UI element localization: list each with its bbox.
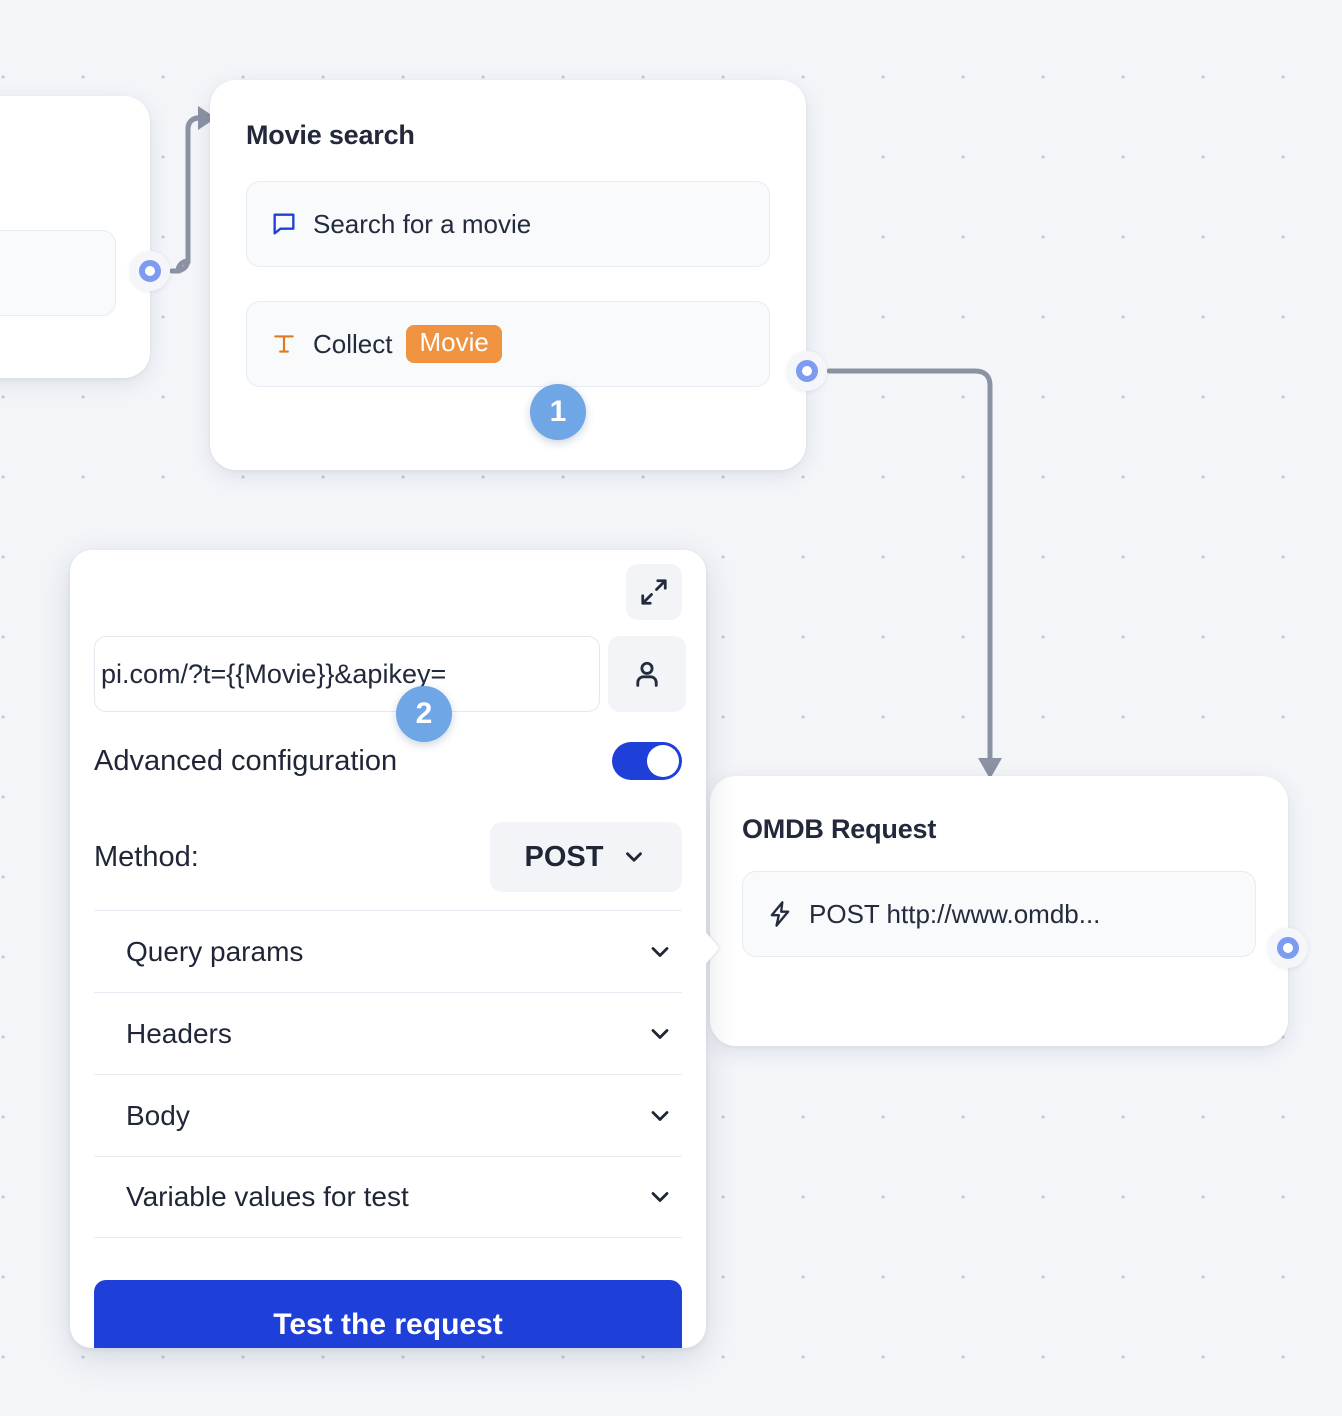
advanced-configuration-row: Advanced configuration: [94, 742, 682, 780]
method-row: Method: POST: [94, 822, 682, 892]
request-url-input[interactable]: pi.com/?t={{Movie}}&apikey=: [94, 636, 600, 712]
connector-dot-partial-node-output[interactable]: [130, 251, 170, 291]
partial-node-card[interactable]: [0, 96, 150, 378]
node-row-label: Search for a movie: [313, 208, 532, 239]
request-url-value: pi.com/?t={{Movie}}&apikey=: [101, 658, 447, 689]
chevron-down-icon: [651, 1028, 669, 1039]
lightning-bolt-icon: [765, 899, 795, 929]
panel-pointer-caret: [704, 930, 719, 966]
accordion-sections: Query params Headers Body Variable value…: [94, 910, 682, 1238]
url-row: pi.com/?t={{Movie}}&apikey=: [94, 636, 686, 712]
chevron-down-icon: [651, 1192, 669, 1202]
test-the-request-button[interactable]: Test the request: [94, 1280, 682, 1348]
accordion-query-params[interactable]: Query params: [94, 910, 682, 992]
person-icon[interactable]: [608, 636, 686, 712]
node-movie-search[interactable]: Movie search Search for a movie Collect …: [210, 80, 806, 470]
method-label: Method:: [94, 840, 199, 873]
test-the-request-label: Test the request: [273, 1308, 503, 1341]
node-row-search-for-a-movie[interactable]: Search for a movie: [246, 181, 770, 267]
accordion-label: Headers: [126, 1017, 232, 1049]
expand-diagonal-icon[interactable]: [626, 564, 682, 620]
advanced-configuration-toggle[interactable]: [612, 742, 682, 780]
accordion-headers[interactable]: Headers: [94, 992, 682, 1074]
chat-bubble-icon: [269, 209, 299, 239]
connector-dot-movie-search-output[interactable]: [787, 351, 827, 391]
node-omdb-request[interactable]: OMDB Request POST http://www.omdb...: [710, 776, 1288, 1046]
chevron-down-icon: [626, 852, 643, 862]
variable-tag-movie[interactable]: Movie: [406, 325, 502, 363]
method-value: POST: [524, 840, 604, 873]
node-omdb-request-title: OMDB Request: [742, 814, 937, 844]
accordion-body[interactable]: Body: [94, 1074, 682, 1156]
node-row-collect-movie[interactable]: Collect Movie: [246, 301, 770, 387]
node-row-label: POST http://www.omdb...: [809, 898, 1101, 929]
node-row-label: Collect: [313, 328, 393, 359]
partial-node-row: [0, 230, 116, 316]
accordion-label: Body: [126, 1099, 190, 1131]
request-config-panel: pi.com/?t={{Movie}}&apikey= Advanced con…: [70, 550, 706, 1348]
node-movie-search-title: Movie search: [246, 120, 415, 150]
node-row-post-request[interactable]: POST http://www.omdb...: [742, 871, 1256, 957]
accordion-label: Variable values for test: [126, 1181, 409, 1212]
accordion-variable-values-for-test[interactable]: Variable values for test: [94, 1156, 682, 1238]
step-badge-1: 1: [530, 384, 586, 440]
connector-dot-omdb-request-output[interactable]: [1268, 928, 1308, 968]
chevron-down-icon: [651, 1110, 669, 1121]
advanced-configuration-label: Advanced configuration: [94, 744, 398, 777]
step-badge-2: 2: [396, 686, 452, 742]
accordion-label: Query params: [126, 935, 304, 967]
chevron-down-icon: [651, 946, 669, 957]
method-select[interactable]: POST: [490, 822, 682, 892]
text-type-icon: [269, 329, 299, 359]
